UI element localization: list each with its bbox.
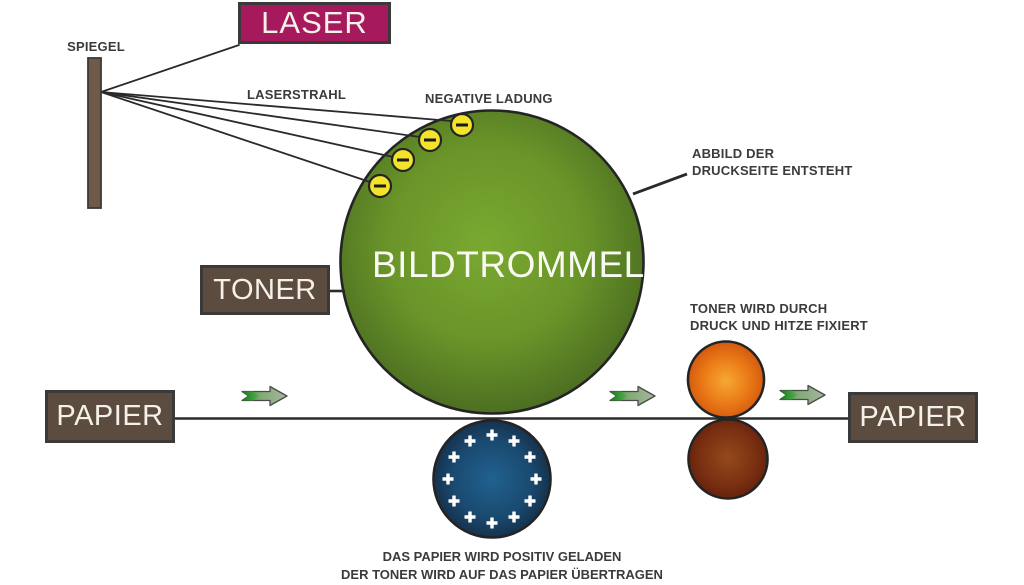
drum-note-line2: DRUCKSEITE ENTSTEHT [692, 163, 853, 178]
laser-beam-line [100, 91, 452, 122]
fuser-note-line2: DRUCK UND HITZE FIXIERT [690, 318, 868, 333]
negative-charge-label: NEGATIVE LADUNG [425, 91, 553, 106]
laser-beam-lines [100, 44, 452, 183]
drum-note-line1: ABBILD DER [692, 146, 775, 161]
paper-in-box: PAPIER [45, 390, 175, 443]
fuser-note-label: TONER WIRD DURCH DRUCK UND HITZE FIXIERT [690, 300, 868, 334]
fuser-roller-top-circle [686, 340, 766, 419]
laser-beam-label: LASERSTRAHL [247, 87, 346, 102]
beam-to-laser-line [100, 44, 240, 93]
paper-out-label: PAPIER [859, 401, 967, 433]
fuser-note-line1: TONER WIRD DURCH [690, 301, 828, 316]
laser-beam-line [100, 91, 421, 138]
image-drum-circle [339, 109, 645, 415]
flow-arrow-icon [779, 384, 826, 406]
flow-arrow-icon [609, 385, 656, 407]
drum-title: BILDTROMMEL [372, 244, 645, 285]
drum-note-connector-line [632, 172, 688, 196]
toner-box-label: TONER [213, 273, 317, 306]
laser-beam-line [100, 91, 394, 158]
mirror-label: SPIEGEL [67, 39, 125, 54]
flow-arrow-icon [241, 385, 288, 407]
toner-box: TONER [200, 265, 330, 315]
mirror-bar [87, 57, 102, 209]
laser-box-label: LASER [261, 5, 368, 40]
drum-note-label: ABBILD DER DRUCKSEITE ENTSTEHT [692, 145, 853, 179]
footer-line2: DER TONER WIRD AUF DAS PAPIER ÜBERTRAGEN [341, 567, 663, 582]
minus-charge-icon [374, 123, 468, 188]
laser-beam-line [100, 91, 371, 183]
footer-line1: DAS PAPIER WIRD POSITIV GELADEN [382, 549, 622, 564]
paper-in-label: PAPIER [56, 400, 164, 432]
footer-note: DAS PAPIER WIRD POSITIV GELADEN DER TONE… [302, 548, 702, 584]
plus-charge-icon [442, 429, 542, 529]
laser-box: LASER [238, 2, 391, 44]
transfer-roller-circle [432, 419, 552, 539]
paper-out-box: PAPIER [848, 392, 978, 443]
fuser-roller-bottom-circle [687, 418, 769, 500]
